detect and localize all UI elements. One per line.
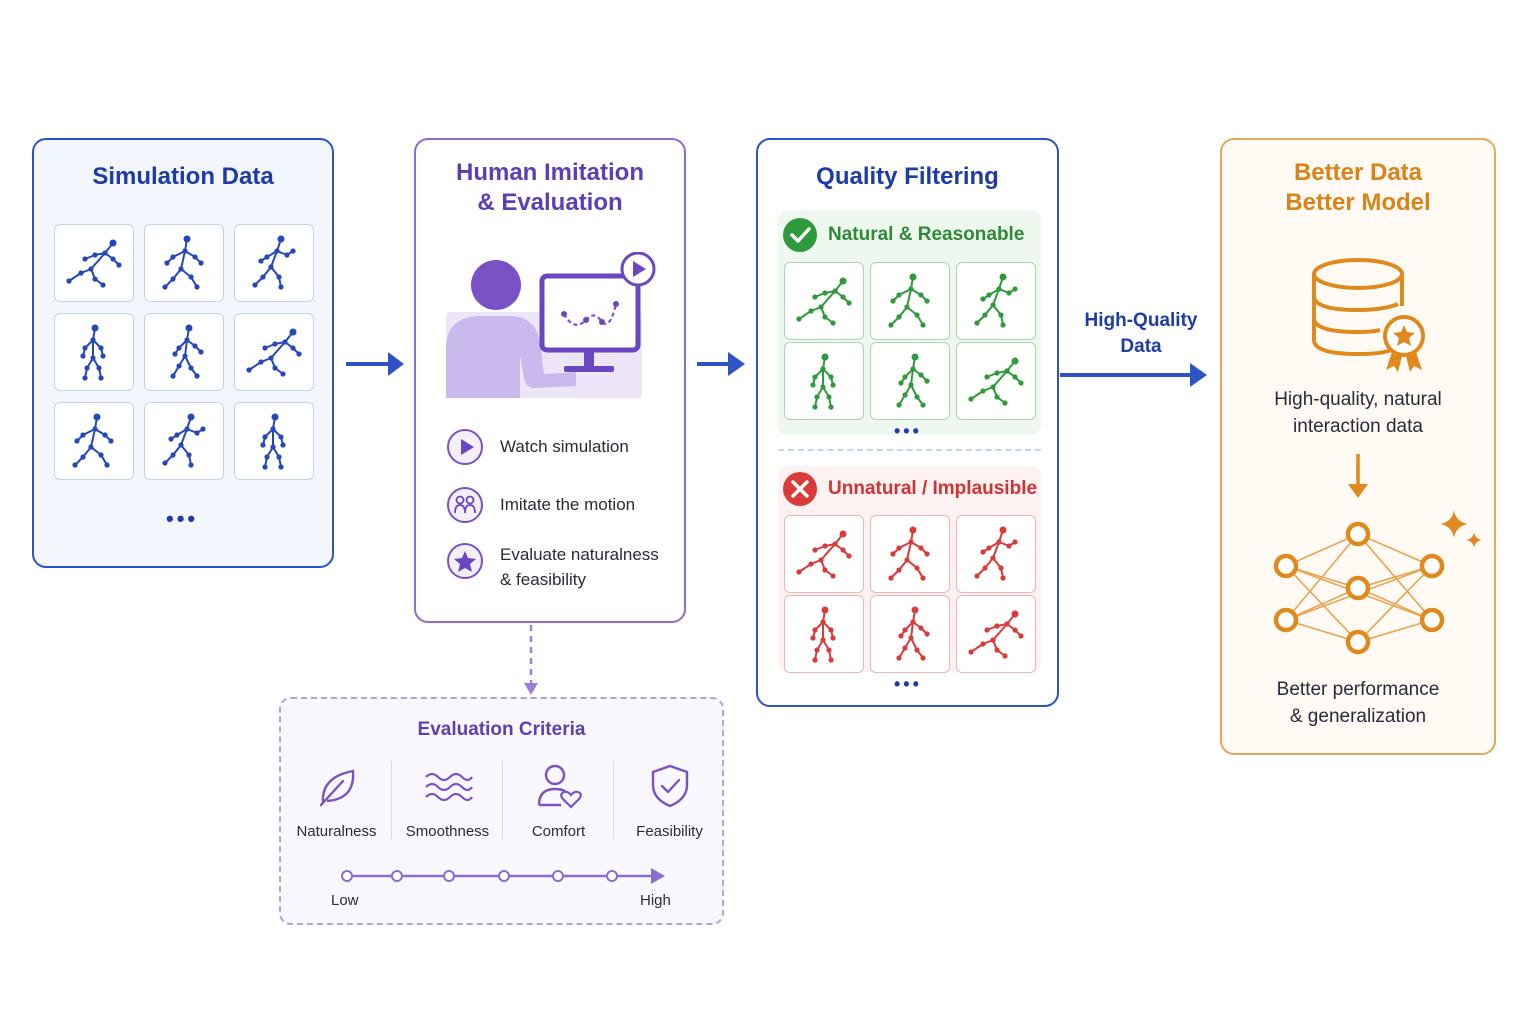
human-step: Watch simulation — [446, 428, 686, 466]
monitor-base — [564, 366, 614, 372]
arrow-sim-to-human — [346, 352, 404, 376]
shield-check-icon — [651, 764, 689, 808]
screen-motion-curve — [563, 303, 618, 326]
transfer-label-line2: Data — [1120, 336, 1162, 357]
criteria-separator — [391, 761, 392, 839]
simulation-motion-thumbnail — [144, 313, 224, 391]
people-icon — [447, 487, 483, 523]
natural-more-dots: ••• — [894, 421, 922, 441]
simulation-motion-thumbnail — [54, 402, 134, 480]
scale-high-label: High — [640, 892, 671, 909]
human-step-label: Watch simulation — [500, 434, 629, 459]
simulation-data-panel: Simulation Data ••• — [32, 138, 334, 568]
human-step: Evaluate naturalness & feasibility — [446, 542, 686, 592]
criteria-separator — [502, 761, 503, 839]
simulation-motion-thumbnail — [234, 402, 314, 480]
group-divider — [778, 449, 1041, 451]
unnatural-motion-thumbnail — [870, 595, 950, 673]
arrow-human-to-criteria — [524, 625, 538, 695]
waves-icon — [425, 772, 473, 802]
check-circle-icon — [783, 218, 817, 252]
human-step-label: Imitate the motion — [500, 492, 635, 517]
natural-motion-thumbnail — [870, 342, 950, 420]
human-imitation-panel: Human Imitation & Evaluation Watch simul… — [414, 138, 686, 623]
simulation-title: Simulation Data — [92, 163, 274, 190]
result-title-line1: Better Data — [1293, 159, 1423, 186]
unnatural-label: Unnatural / Implausible — [828, 478, 1038, 499]
human-step: Imitate the motion — [446, 486, 686, 524]
human-step-line: Watch simulation — [500, 437, 629, 456]
unnatural-header: Unnatural / Implausible — [782, 471, 1037, 507]
simulation-motion-thumbnail — [234, 313, 314, 391]
monitor-stand — [584, 350, 594, 366]
scale-low-label: Low — [331, 892, 359, 909]
unnatural-motion-thumbnail — [784, 595, 864, 673]
star-icon — [447, 543, 483, 579]
natural-header: Natural & Reasonable — [782, 217, 1024, 253]
play-icon — [447, 429, 483, 465]
result-title-line2: Better Model — [1285, 189, 1431, 216]
simulation-motion-thumbnail — [54, 224, 134, 302]
sparkle-icon — [1440, 510, 1468, 538]
criteria-title: Evaluation Criteria — [417, 719, 586, 740]
simulation-more-dots: ••• — [166, 506, 199, 531]
natural-motion-thumbnail — [784, 342, 864, 420]
simulation-motion-thumbnail — [234, 224, 314, 302]
criterion-label: Comfort — [531, 823, 586, 840]
data-description-line2: interaction data — [1293, 416, 1423, 437]
person-body — [446, 316, 576, 398]
person-at-computer-illustration — [446, 252, 656, 398]
transfer-label-line1: High-Quality — [1084, 310, 1198, 331]
simulation-motion-thumbnail — [144, 402, 224, 480]
database-award-icon — [1312, 258, 1425, 372]
criterion-label: Naturalness — [296, 823, 377, 840]
natural-motion-thumbnail — [956, 262, 1036, 340]
natural-motion-thumbnail — [870, 262, 950, 340]
x-circle-icon — [783, 472, 817, 506]
model-description-line1: Better performance — [1276, 679, 1440, 700]
natural-motion-thumbnail — [956, 342, 1036, 420]
quality-filtering-panel: Quality Filtering Natural & Reasonable •… — [756, 138, 1059, 707]
leaf-icon — [319, 769, 355, 807]
human-step-line: Imitate the motion — [500, 495, 636, 514]
unnatural-motion-thumbnail — [956, 595, 1036, 673]
natural-label: Natural & Reasonable — [828, 224, 1025, 245]
unnatural-motion-thumbnail — [784, 515, 864, 593]
human-title-line2: & Evaluation — [477, 189, 623, 216]
criterion-label: Feasibility — [636, 823, 703, 840]
model-description-line2: & generalization — [1289, 706, 1427, 727]
natural-motion-thumbnail — [784, 262, 864, 340]
criterion-label: Smoothness — [405, 823, 490, 840]
evaluation-criteria-panel: Evaluation Criteria Naturalness Smoothne… — [279, 697, 724, 925]
human-step-label: Evaluate naturalness & feasibility — [500, 542, 659, 592]
monitor-screen — [539, 273, 641, 353]
rating-scale — [341, 868, 665, 884]
human-title-line1: Human Imitation — [455, 159, 644, 186]
person-head — [471, 260, 521, 310]
person-heart-icon — [537, 764, 582, 809]
unnatural-motion-thumbnail — [956, 515, 1036, 593]
data-description-line1: High-quality, natural — [1274, 389, 1442, 410]
human-step-line: & feasibility — [500, 570, 586, 589]
simulation-motion-thumbnail — [54, 313, 134, 391]
better-model-panel: Better Data Better Model High-quality, n… — [1220, 138, 1496, 755]
arrow-human-to-quality — [697, 352, 745, 376]
arrow-quality-to-result — [1060, 363, 1207, 387]
unnatural-more-dots: ••• — [894, 674, 922, 694]
simulation-motion-thumbnail — [144, 224, 224, 302]
high-quality-data-label: High-Quality Data — [1070, 308, 1212, 360]
down-arrow-icon — [1348, 454, 1368, 498]
quality-title: Quality Filtering — [816, 163, 999, 190]
unnatural-motion-thumbnail — [870, 515, 950, 593]
criteria-separator — [613, 761, 614, 839]
neural-network-icon — [1273, 510, 1482, 655]
human-step-line: Evaluate naturalness — [500, 545, 659, 564]
